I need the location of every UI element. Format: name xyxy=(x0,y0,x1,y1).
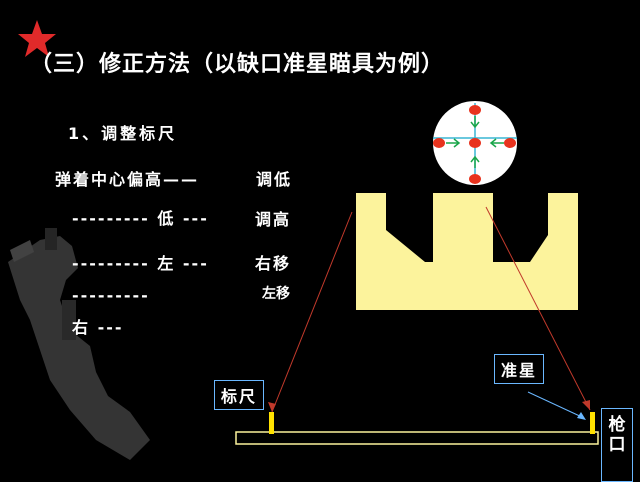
hit-mark-bottom xyxy=(469,174,481,184)
hit-mark-right xyxy=(504,138,516,148)
condition-low: --------- 低 --- xyxy=(72,209,209,228)
condition-left: --------- 左 --- xyxy=(72,254,209,273)
action-lower: 调低 xyxy=(256,170,293,189)
rear-sight-post xyxy=(269,412,274,434)
hit-mark-left xyxy=(433,138,445,148)
front-sight-callout xyxy=(527,391,585,419)
sight-line-right xyxy=(485,206,591,411)
red-star-icon xyxy=(18,20,56,57)
front-sight-post xyxy=(433,193,493,262)
rear-sight-label: 标尺 xyxy=(214,380,265,410)
page-title: （三）修正方法（以缺口准星瞄具为例） xyxy=(30,52,445,77)
barrel xyxy=(235,431,599,445)
condition-right-dashes: --------- xyxy=(72,286,150,305)
front-sight-marker xyxy=(590,412,595,434)
action-move-left: 左移 xyxy=(262,286,290,302)
hit-mark-center xyxy=(469,138,481,148)
rifle-silhouette-icon xyxy=(8,228,150,460)
condition-high: 弹着中心偏高—— xyxy=(55,170,200,189)
rear-sight-notch xyxy=(356,193,578,310)
front-sight-label: 准星 xyxy=(494,354,545,384)
muzzle-label: 枪口 xyxy=(601,408,633,482)
action-move-right: 右移 xyxy=(255,254,292,273)
condition-right: 右 --- xyxy=(72,318,124,337)
action-raise: 调高 xyxy=(255,210,292,229)
target-group xyxy=(433,101,517,185)
step-heading: 1、调整标尺 xyxy=(68,124,178,143)
sight-line-left xyxy=(271,211,353,413)
hit-mark-top xyxy=(469,105,481,115)
